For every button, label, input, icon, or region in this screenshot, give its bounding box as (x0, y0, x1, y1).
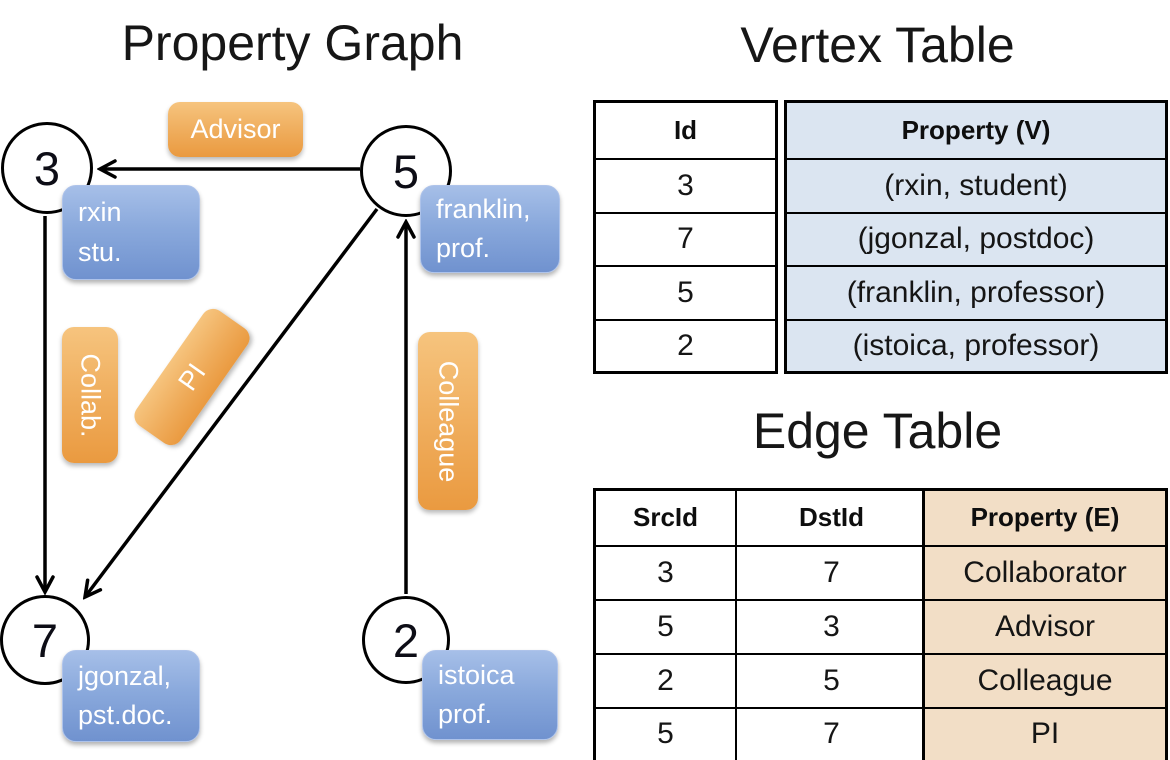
vertex-id-cell: 2 (593, 318, 778, 374)
edge-table-srcid-header: SrcId (593, 488, 737, 547)
node-5-property-pill: franklin, prof. (420, 185, 560, 273)
vertex-property-cell: (jgonzal, postdoc) (784, 211, 1168, 267)
graph-node-5: 5 (360, 125, 452, 217)
node-7-property-pill: jgonzal, pst.doc. (62, 650, 200, 742)
edge-src-cell: 5 (593, 706, 737, 760)
edge-table-property-column: Property (E) Collaborator Advisor Collea… (922, 488, 1168, 760)
node-7-property-line2: pst.doc. (78, 700, 173, 730)
edge-pi-5-to-7 (85, 207, 379, 597)
edge-property-cell: PI (922, 706, 1168, 760)
node-5-id: 5 (392, 144, 420, 198)
edge-table-property-header: Property (E) (922, 488, 1168, 547)
node-5-property-line1: franklin, (436, 193, 531, 224)
node-5-property-line2: prof. (436, 233, 491, 263)
node-2-property-line1: istoica (438, 659, 515, 690)
vertex-table-property-column: Property (V) (rxin, student) (jgonzal, p… (784, 100, 1168, 374)
vertex-property-cell: (istoica, professor) (784, 318, 1168, 374)
edge-dst-cell: 3 (735, 598, 929, 655)
edge-label-advisor-text: Advisor (190, 114, 281, 144)
edge-label-colleague: Colleague (418, 332, 478, 510)
edge-dst-cell: 7 (735, 544, 929, 601)
graph-node-2: 2 (362, 596, 450, 684)
edge-label-collab-text: Collab. (75, 352, 106, 438)
edge-src-cell: 2 (593, 652, 737, 709)
edge-label-pi-text: PI (171, 357, 212, 396)
edge-dst-cell: 5 (735, 652, 929, 709)
node-3-id: 3 (33, 141, 61, 195)
edge-table-dstid-header: DstId (735, 488, 929, 547)
vertex-property-cell: (franklin, professor) (784, 264, 1168, 321)
node-2-property-line2: prof. (438, 699, 493, 729)
vertex-id-cell: 7 (593, 211, 778, 267)
edge-property-cell: Colleague (922, 652, 1168, 709)
edge-src-cell: 5 (593, 598, 737, 655)
vertex-table-title: Vertex Table (740, 17, 1015, 73)
node-2-property-pill: istoica prof. (422, 650, 558, 740)
vertex-table-property-header: Property (V) (784, 100, 1168, 160)
vertex-id-cell: 3 (593, 157, 778, 214)
vertex-id-cell: 5 (593, 264, 778, 321)
vertex-table-id-column: Id 3 7 5 2 (593, 100, 778, 374)
node-3-property-line1: rxin (78, 197, 122, 228)
vertex-property-cell: (rxin, student) (784, 157, 1168, 214)
edge-src-cell: 3 (593, 544, 737, 601)
node-7-property-line1: jgonzal, (78, 660, 172, 691)
edge-table-title: Edge Table (752, 403, 1003, 459)
node-3-property-pill: rxin stu. (62, 185, 200, 280)
edge-label-colleague-text: Colleague (433, 360, 464, 482)
node-7-id: 7 (31, 613, 59, 667)
edge-label-collab: Collab. (62, 327, 118, 463)
property-graph-title: Property Graph (121, 15, 464, 71)
vertex-table-id-header: Id (593, 100, 778, 160)
edge-label-advisor: Advisor (168, 102, 303, 157)
node-3-property-line2: stu. (78, 236, 122, 267)
node-2-id: 2 (392, 613, 420, 667)
edge-table-id-columns: SrcId DstId 3 7 5 3 2 5 5 7 (593, 488, 929, 760)
edge-property-cell: Advisor (922, 598, 1168, 655)
edge-dst-cell: 7 (735, 706, 929, 760)
edge-property-cell: Collaborator (922, 544, 1168, 601)
